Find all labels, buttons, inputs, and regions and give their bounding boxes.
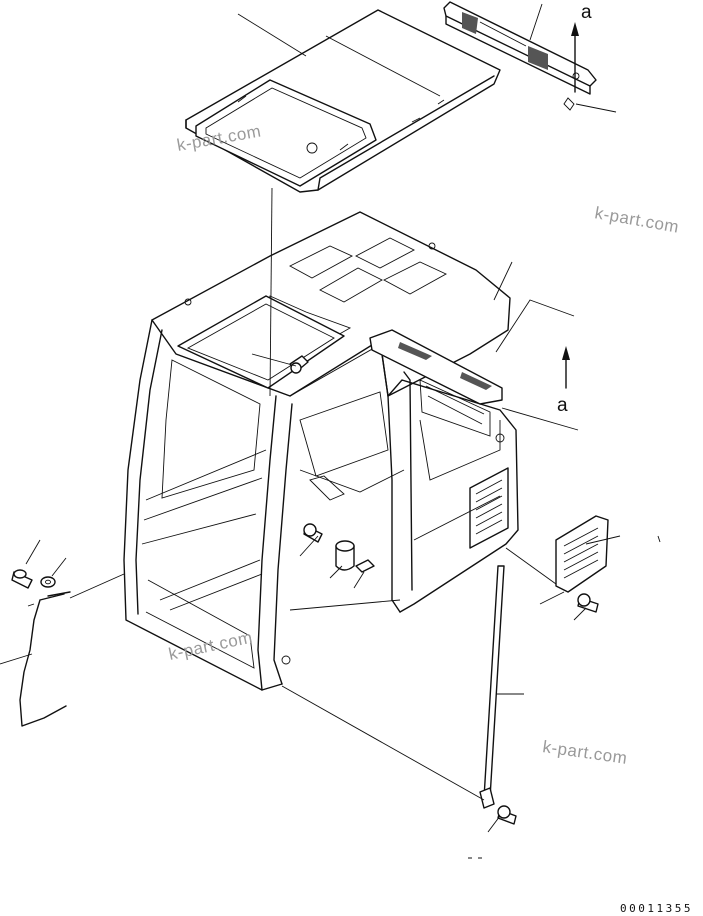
bolt-left — [11, 569, 33, 589]
cup-holder — [335, 540, 355, 571]
bolt-bottom — [497, 805, 517, 825]
stray-mark — [657, 535, 661, 543]
louver-cover — [555, 515, 609, 593]
pad — [355, 559, 375, 573]
bolt-right — [577, 593, 599, 613]
direction-arrow-bottom — [562, 346, 570, 389]
rear-plate — [369, 329, 503, 405]
washer-left — [40, 576, 56, 588]
watermark-3: k-part.com — [167, 628, 254, 664]
operator-cab — [123, 211, 519, 691]
watermark-2: k-part.com — [593, 203, 680, 237]
ground-strap-left — [19, 591, 71, 727]
callout-letter-bottom: a — [557, 395, 568, 416]
callout-letter-top: a — [581, 2, 592, 23]
bolt-center — [303, 523, 323, 543]
direction-arrow-top — [571, 22, 579, 93]
watermark-4: k-part.com — [541, 737, 628, 768]
sun-visor — [443, 1, 597, 111]
roof-panel — [185, 9, 501, 193]
support-rod — [479, 565, 505, 809]
leader-lines — [0, 3, 621, 833]
document-number: 00011355 — [620, 902, 693, 915]
